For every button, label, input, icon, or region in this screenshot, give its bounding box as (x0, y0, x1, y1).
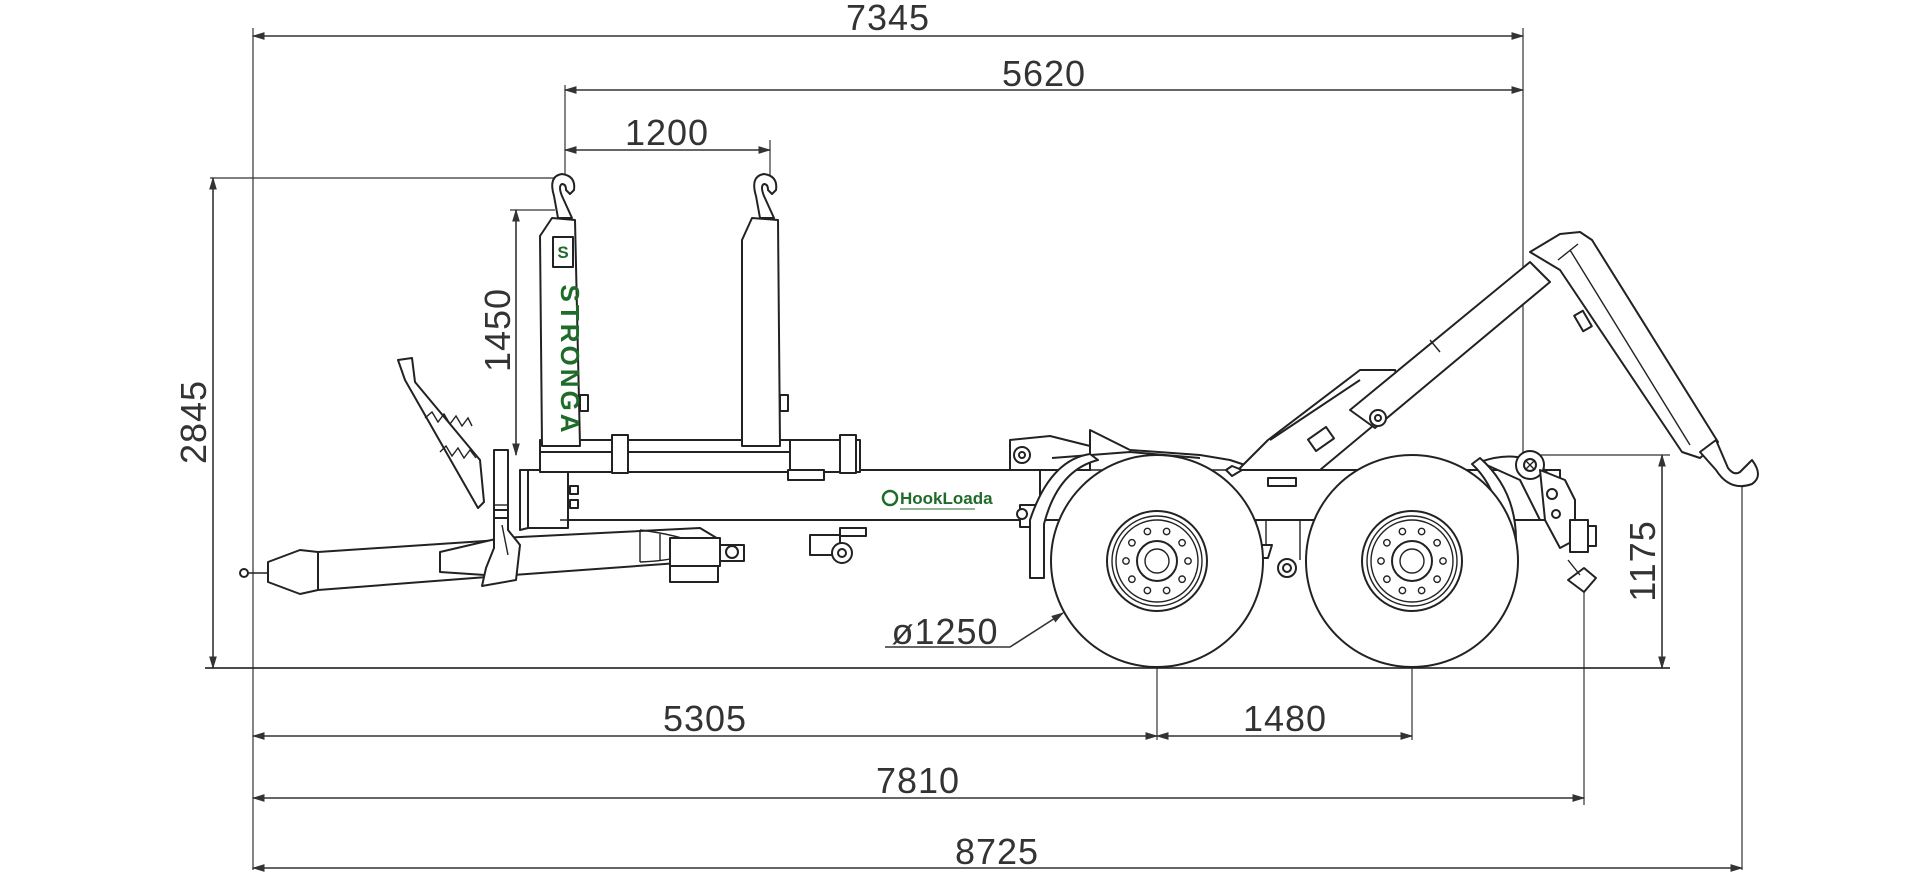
wheel-bolt (1143, 527, 1152, 536)
frame-rails (539, 434, 861, 481)
dim-label-5620: 5620 (1002, 53, 1086, 94)
extension-lines (205, 28, 1743, 870)
stronga-frame-label: STRONGA (555, 285, 585, 436)
hookloada-logo: HookLoada (881, 489, 993, 510)
hook-arm (1529, 231, 1759, 488)
dim-label-1200: 1200 (625, 112, 709, 153)
dim-label-1450: 1450 (477, 288, 518, 372)
wheel-bolt (1162, 527, 1171, 536)
rear-wheel (1305, 454, 1519, 668)
svg-text:S: S (557, 243, 568, 262)
dim-label-1480: 1480 (1243, 698, 1327, 739)
dim-label-1175: 1175 (1622, 520, 1663, 601)
wheel-bolt (1122, 557, 1130, 565)
hookloada-logo-text: HookLoada (900, 489, 993, 508)
rear-prop (397, 357, 485, 509)
wheel-bolt (1383, 538, 1391, 547)
front-wheel (1050, 454, 1264, 668)
wheel-bolt (1377, 557, 1385, 565)
dim-label-8725: 8725 (955, 831, 1039, 872)
wheel-bolt (1128, 575, 1136, 584)
wheel-bolt (1128, 538, 1136, 547)
dim-label-7345: 7345 (846, 0, 930, 38)
trailer-drawing: S STRONGA (205, 173, 1759, 669)
dim-label-2845: 2845 (173, 380, 214, 464)
dim-label-5305: 5305 (663, 698, 747, 739)
leader-wheel-diameter (885, 612, 1065, 648)
dim-label-7810: 7810 (876, 760, 960, 801)
wheel-bolt (1433, 575, 1442, 584)
wheel-bolt (1417, 527, 1426, 536)
wheel-bolt (1178, 575, 1187, 584)
rear-assembly (1479, 450, 1597, 593)
wheel-bolt (1143, 586, 1152, 595)
hook-arm-cylinder (1225, 261, 1551, 487)
wheel-bolt (1383, 575, 1391, 584)
dimension-labels: 7345 5620 1200 2845 1450 1175 ø1250 5305… (173, 0, 1663, 872)
wheel-bolt (1184, 557, 1192, 565)
wheel-bolt (1178, 538, 1187, 547)
wheel-bolt (1439, 557, 1447, 565)
drawbar (239, 527, 867, 595)
front-a-frame: S STRONGA (539, 173, 789, 447)
wheel-bolt (1162, 586, 1171, 595)
wheel-bolt (1398, 586, 1407, 595)
wheel-bolt (1433, 538, 1442, 547)
wheel-bolt (1417, 586, 1426, 595)
dim-label-wheel-diameter: ø1250 (891, 611, 998, 652)
wheel-bolt (1398, 527, 1407, 536)
front-stand (481, 449, 521, 587)
dimension-lines (209, 32, 1744, 872)
